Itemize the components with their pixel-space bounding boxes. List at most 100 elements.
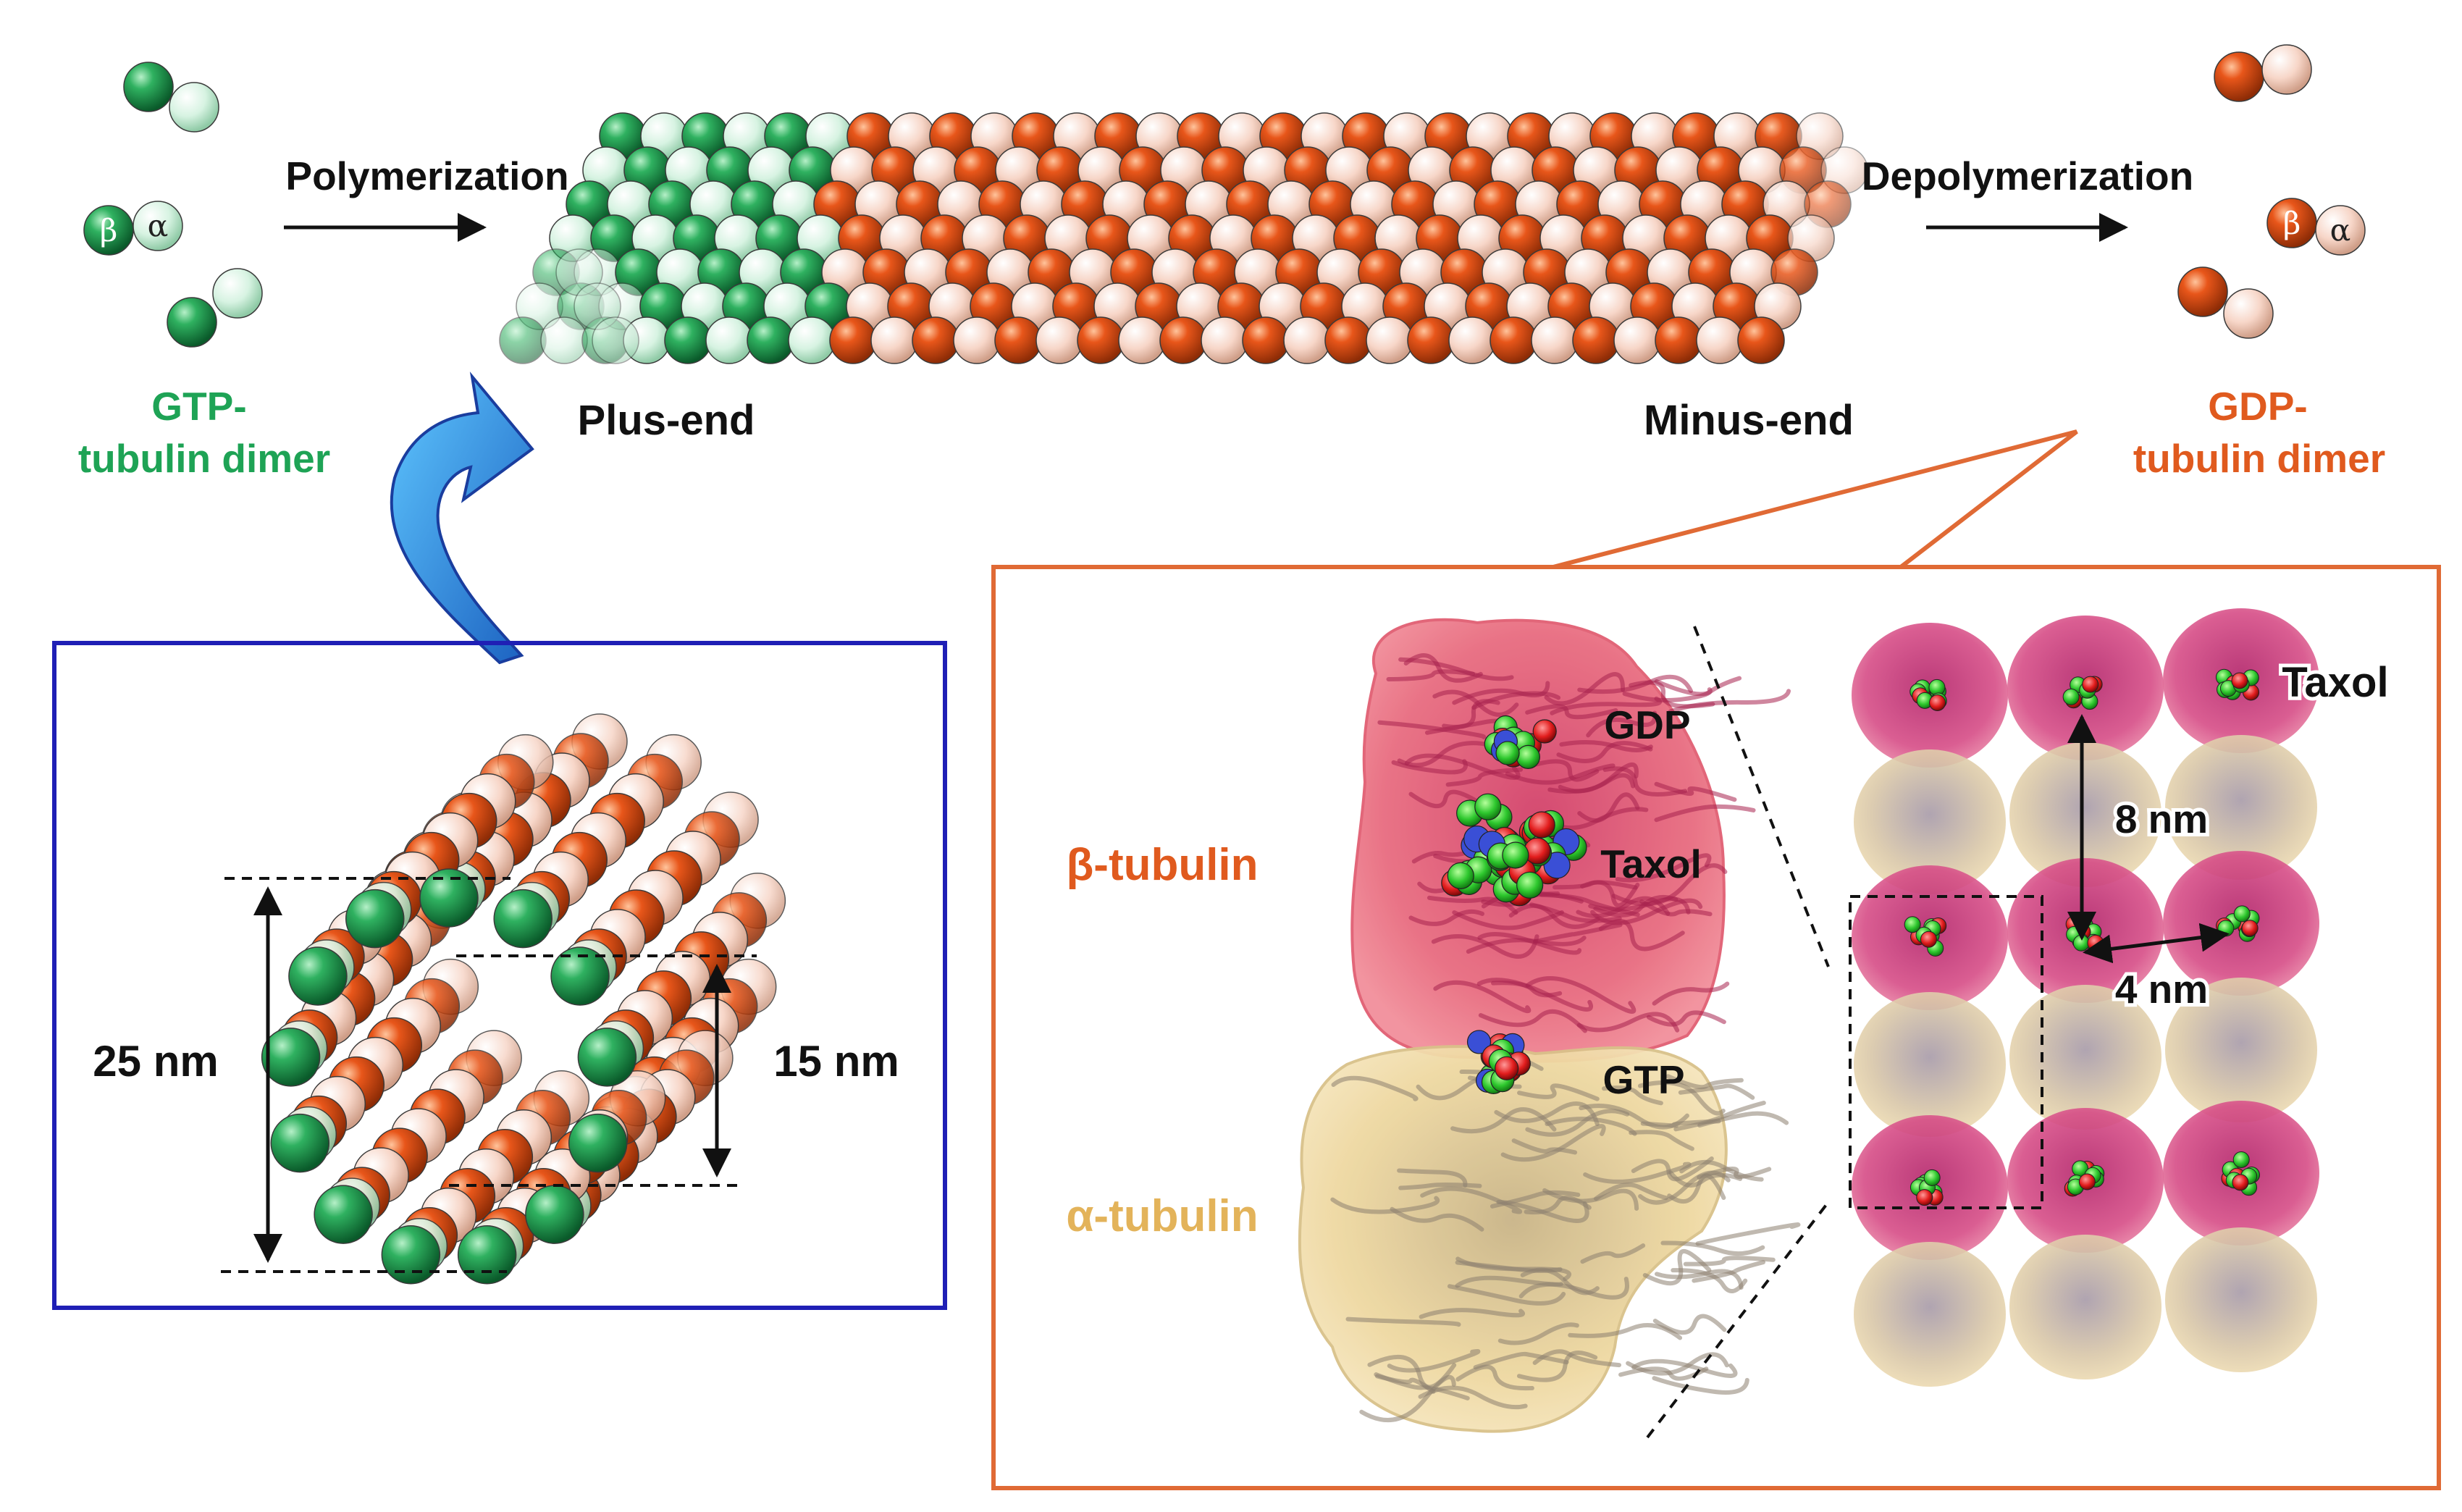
ligand-atom	[1517, 872, 1543, 898]
gtp-dimer-beta-sphere	[124, 62, 173, 112]
ligand-atom	[1496, 742, 1519, 765]
lattice-taxol-atom	[2233, 1152, 2249, 1168]
lattice-sphere	[1573, 317, 1619, 364]
polymerization-label: Polymerization	[285, 154, 568, 198]
lattice-taxol-atom	[1924, 1169, 1940, 1185]
lattice-taxol-atom	[2242, 920, 2258, 936]
vertical-spacing-label: 8 nm	[2115, 797, 2208, 841]
lattice-taxol-atom	[1920, 931, 1936, 947]
gdp-dimer-beta-sphere	[2178, 267, 2227, 316]
lattice-sphere	[541, 317, 587, 364]
ring-sphere	[569, 1114, 627, 1172]
lattice-taxol-atom	[1930, 694, 1946, 710]
lattice-sphere	[1532, 317, 1578, 364]
lattice-alpha-subunit	[2165, 1227, 2317, 1372]
lattice-sphere	[789, 317, 835, 364]
ligand-atom	[1448, 862, 1474, 889]
ring-sphere	[314, 1185, 372, 1243]
lattice-sphere-faded	[592, 317, 639, 364]
gdp-dimer-alpha-sphere	[2262, 45, 2311, 94]
lattice-alpha-subunit	[1854, 1242, 2006, 1387]
lattice-taxol-atom	[2234, 906, 2250, 922]
ribbon-strand	[1654, 1378, 1747, 1393]
gtp-dimer-alpha-sphere	[213, 269, 262, 318]
minus-end-label: Minus-end	[1644, 397, 1854, 444]
depolymerization-label: Depolymerization	[1862, 154, 2193, 198]
gdp-dimer-alpha-sphere	[2224, 289, 2273, 338]
ring-sphere	[494, 890, 552, 948]
lattice-sphere	[995, 317, 1041, 364]
microtubule-lattice	[500, 113, 1867, 364]
ribbon-strand	[1698, 1225, 1799, 1243]
tubulin-lattice	[1852, 608, 2319, 1387]
horizontal-spacing-label: 4 nm	[2115, 967, 2208, 1012]
ribbon-strand	[1657, 679, 1739, 694]
lattice-taxol-atom	[2232, 1175, 2248, 1190]
lattice-alpha-subunit	[2009, 1235, 2161, 1379]
lattice-taxol-atom	[2232, 673, 2248, 689]
gdp-dimer-beta-labeled-symbol: β	[2283, 206, 2301, 241]
gdp-dimer-alpha-labeled-symbol: α	[2330, 213, 2351, 248]
lattice-sphere	[830, 317, 876, 364]
lattice-taxol-atom	[2083, 676, 2098, 692]
lattice-taxol-atom	[2063, 689, 2079, 705]
callout-pointer	[1553, 432, 2077, 567]
gtp-dimer-beta-sphere	[167, 298, 217, 347]
lattice-sphere	[1201, 317, 1248, 364]
lattice-sphere	[1366, 317, 1413, 364]
lattice-sphere	[1655, 317, 1702, 364]
gdp-dimer-beta-sphere	[2214, 52, 2264, 101]
beta-tubulin-label: β-tubulin	[1066, 840, 1258, 890]
gtp-dimers-group: βα	[84, 62, 262, 347]
lattice-sphere	[1243, 317, 1289, 364]
cycle-arrow-icon	[392, 377, 532, 663]
ligand-atom	[1529, 812, 1555, 838]
lattice-sphere	[1697, 317, 1743, 364]
ring-sphere	[289, 947, 347, 1005]
lattice-taxol-atom	[2079, 1174, 2095, 1190]
inner-diameter-label: 15 nm	[773, 1037, 899, 1085]
gtp-dimer-alpha-sphere	[169, 83, 219, 132]
gtp-dimer-alpha-labeled-symbol: α	[148, 209, 169, 244]
lattice-sphere	[1449, 317, 1495, 364]
ring-sphere	[578, 1028, 636, 1086]
ligand-atom	[1475, 794, 1501, 820]
lattice-sphere	[665, 317, 711, 364]
lattice-sphere	[1325, 317, 1371, 364]
alpha-tubulin-label: α-tubulin	[1066, 1191, 1258, 1241]
lattice-taxol-atom	[1904, 917, 1920, 933]
gdp-dimer-label-line1: GDP-	[2208, 384, 2308, 429]
lattice-sphere	[1119, 317, 1165, 364]
ring-sphere	[458, 1226, 516, 1284]
taxol-label: Taxol	[1600, 841, 1702, 886]
lattice-sphere	[706, 317, 752, 364]
lattice-sphere	[1077, 317, 1124, 364]
lattice-sphere	[1408, 317, 1454, 364]
lattice-sphere	[912, 317, 959, 364]
ligand-atom	[1516, 745, 1539, 768]
tubulin-dimer-structure	[1300, 620, 1799, 1432]
ring-sphere	[346, 890, 404, 948]
lattice-sphere	[1036, 317, 1083, 364]
ligand-atom	[1533, 720, 1556, 743]
lattice-sphere	[871, 317, 917, 364]
microtubule-cross-section	[262, 714, 786, 1284]
ring-sphere	[382, 1226, 440, 1284]
gdp-dimer-label-line2: tubulin dimer	[2133, 436, 2385, 481]
lattice-taxol-atom	[1917, 1190, 1933, 1206]
lattice-sphere	[1614, 317, 1660, 364]
gdp-dimers-group: βα	[2178, 45, 2365, 338]
gtp-dimer-beta-labeled-symbol: β	[100, 213, 118, 248]
gtp-dimer-label-line2: tubulin dimer	[78, 436, 330, 481]
lattice-sphere	[1160, 317, 1206, 364]
ring-sphere	[271, 1114, 329, 1172]
lattice-taxol-label: Taxol	[2282, 659, 2388, 706]
gtp-dimer-label-line1: GTP-	[151, 384, 246, 429]
plus-end-label: Plus-end	[578, 397, 755, 444]
gdp-label: GDP	[1604, 702, 1690, 747]
lattice-sphere	[1738, 317, 1784, 364]
lattice-sphere	[747, 317, 794, 364]
ligand-atom	[1503, 842, 1529, 868]
ligand-atom	[1495, 1057, 1518, 1080]
